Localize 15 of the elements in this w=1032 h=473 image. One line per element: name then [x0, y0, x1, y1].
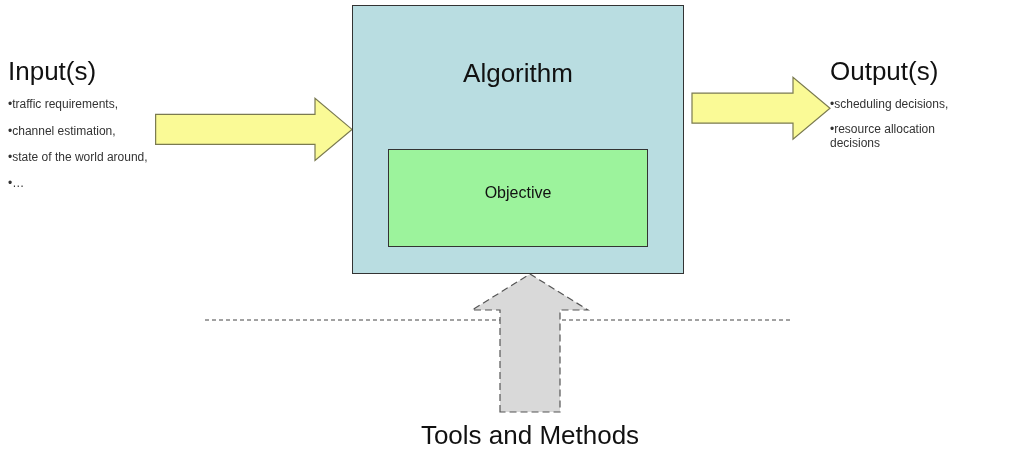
box-label: Objective: [484, 183, 552, 203]
bullet-item: •resource allocation decisions: [830, 121, 936, 151]
bullet-item: •…: [8, 176, 25, 191]
heading-text: Input(s): [8, 56, 97, 88]
heading-text: Tools and Methods: [419, 420, 641, 452]
bullet-item: •state of the world around,: [8, 149, 148, 165]
bullet-item: •channel estimation,: [8, 123, 116, 138]
block-arrow: [691, 75, 831, 141]
heading-text: Output(s): [830, 56, 939, 88]
box-label: Algorithm: [462, 58, 574, 90]
bullet-item: •traffic requirements,: [8, 97, 119, 112]
process-box: [388, 149, 648, 247]
bullet-item: •scheduling decisions,: [830, 97, 949, 112]
block-arrow: [155, 97, 353, 162]
process-box: [352, 5, 684, 274]
